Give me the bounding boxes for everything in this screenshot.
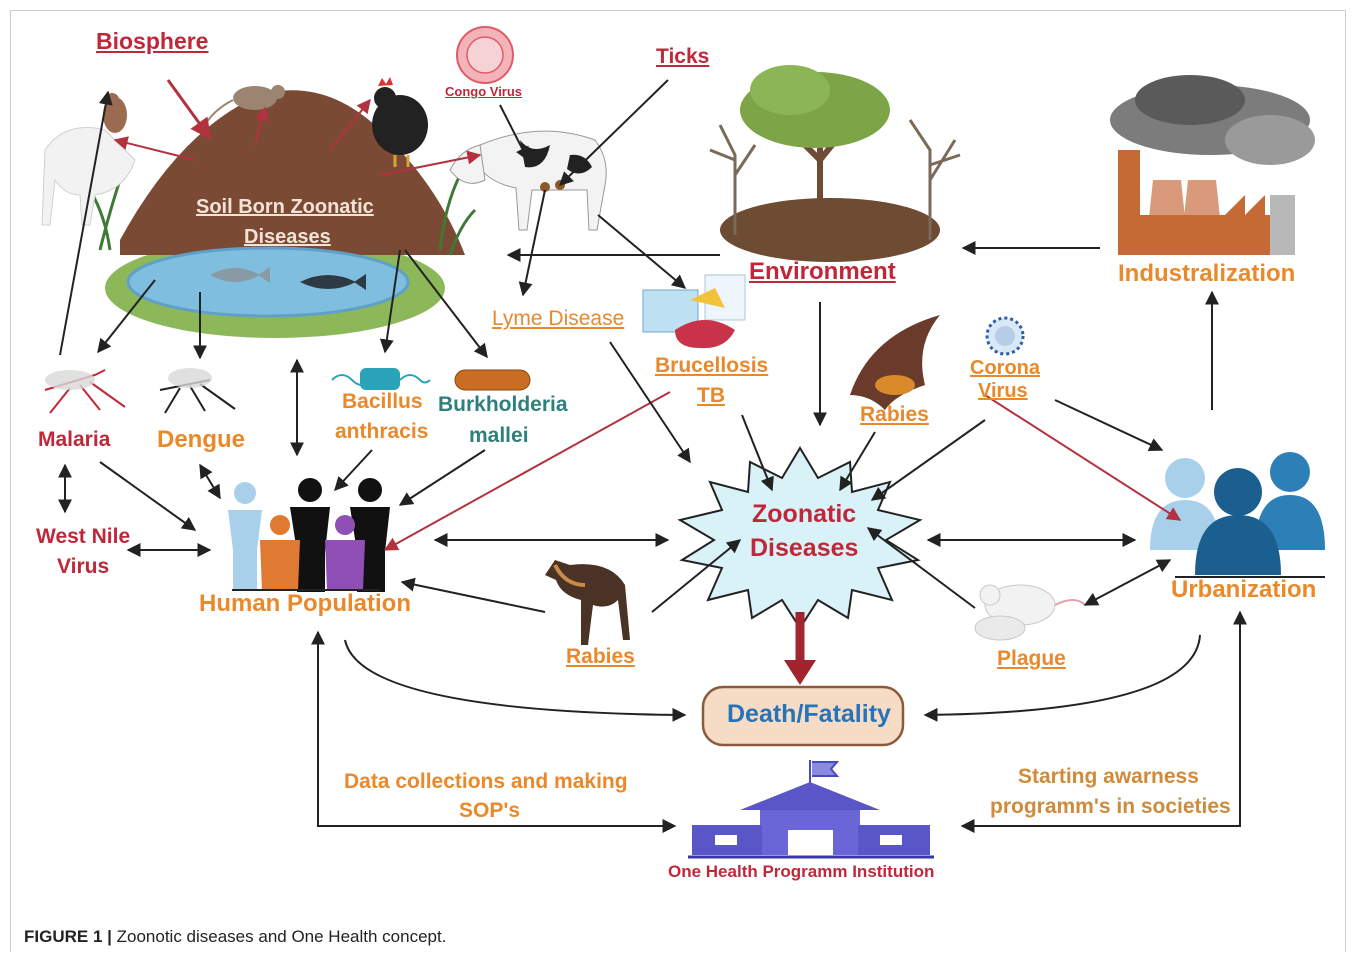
west-nile-label-line1: West Nile (36, 525, 131, 548)
plague-label: Plague (997, 647, 1066, 670)
death-fatality-label: Death/Fatality (727, 700, 891, 728)
congo-virus-label: Congo Virus (445, 84, 523, 99)
institution-label: One Health Programm Institution (668, 862, 935, 881)
red-arrows (113, 79, 1182, 551)
awareness-label-line2: programm's in societies (990, 795, 1231, 818)
factory-icon (1110, 75, 1315, 255)
urbanization-icon (1150, 452, 1325, 578)
goat-icon (41, 127, 136, 226)
plague-rat-icon (974, 584, 1086, 641)
caption-text: Zoonotic diseases and One Health concept… (111, 927, 447, 946)
death-fatality-box (701, 685, 905, 747)
caption-figure-number: FIGURE 1 | (24, 927, 112, 946)
one-health-institution-icon (688, 760, 934, 859)
malaria-mosquito-icon (44, 369, 126, 414)
burkholderia-label-line1: Burkholderia (438, 393, 568, 416)
dengue-label: Dengue (157, 426, 246, 453)
human-population-label: Human Population (199, 590, 411, 617)
data-collection-label-line1: Data collections and making (344, 770, 628, 793)
malaria-label: Malaria (38, 428, 111, 451)
soil-born-label-line1: Soil Born Zoonatic (196, 196, 374, 218)
brucellosis-label: Brucellosis (655, 354, 769, 377)
soil-born-label-line2: Diseases (244, 226, 331, 248)
mouse-icon (202, 85, 285, 129)
figure-caption: FIGURE 1 | Zoonotic diseases and One Hea… (24, 927, 446, 947)
ticks-label: Ticks (656, 45, 710, 68)
dog-icon (545, 560, 630, 645)
rabies-bat-label: Rabies (860, 403, 929, 426)
bacillus-anthracis-icon (331, 368, 431, 390)
dengue-mosquito-icon (159, 368, 236, 414)
human-population-icon (228, 478, 390, 592)
west-nile-label-line2: Virus (57, 555, 110, 578)
chicken-icon (372, 77, 428, 167)
bacillus-label-line1: Bacillus (342, 390, 423, 413)
awareness-label-line1: Starting awarness (1018, 765, 1199, 788)
tb-label: TB (697, 384, 725, 407)
bat-icon (850, 315, 940, 410)
cow-icon (449, 130, 607, 231)
black-arrows (58, 79, 1247, 833)
environment-trees-illustration (709, 65, 961, 262)
corona-label-line2: Virus (978, 380, 1028, 402)
environment-label: Environment (749, 258, 896, 285)
burkholderia-mallei-icon (454, 369, 531, 391)
data-collection-label-line2: SOP's (459, 799, 521, 822)
biosphere-label: Biosphere (96, 28, 209, 54)
corona-label-line1: Corona (970, 357, 1040, 379)
figure-frame (10, 10, 1346, 952)
industrialization-label: Industralization (1118, 260, 1296, 287)
zoonatic-label-line1: Zoonatic (752, 500, 857, 528)
lyme-disease-label: Lyme Disease (492, 307, 625, 330)
burst-to-death-arrowhead (784, 660, 816, 685)
congo-virus-icon (456, 26, 514, 84)
corona-virus-icon (985, 316, 1025, 356)
urbanization-label: Urbanization (1171, 576, 1317, 603)
rabies-dog-label: Rabies (566, 645, 635, 668)
food-products-icon (642, 274, 746, 349)
zoonatic-label-line2: Diseases (750, 534, 859, 562)
burkholderia-label-line2: mallei (469, 424, 529, 447)
bacillus-label-line2: anthracis (335, 420, 429, 443)
